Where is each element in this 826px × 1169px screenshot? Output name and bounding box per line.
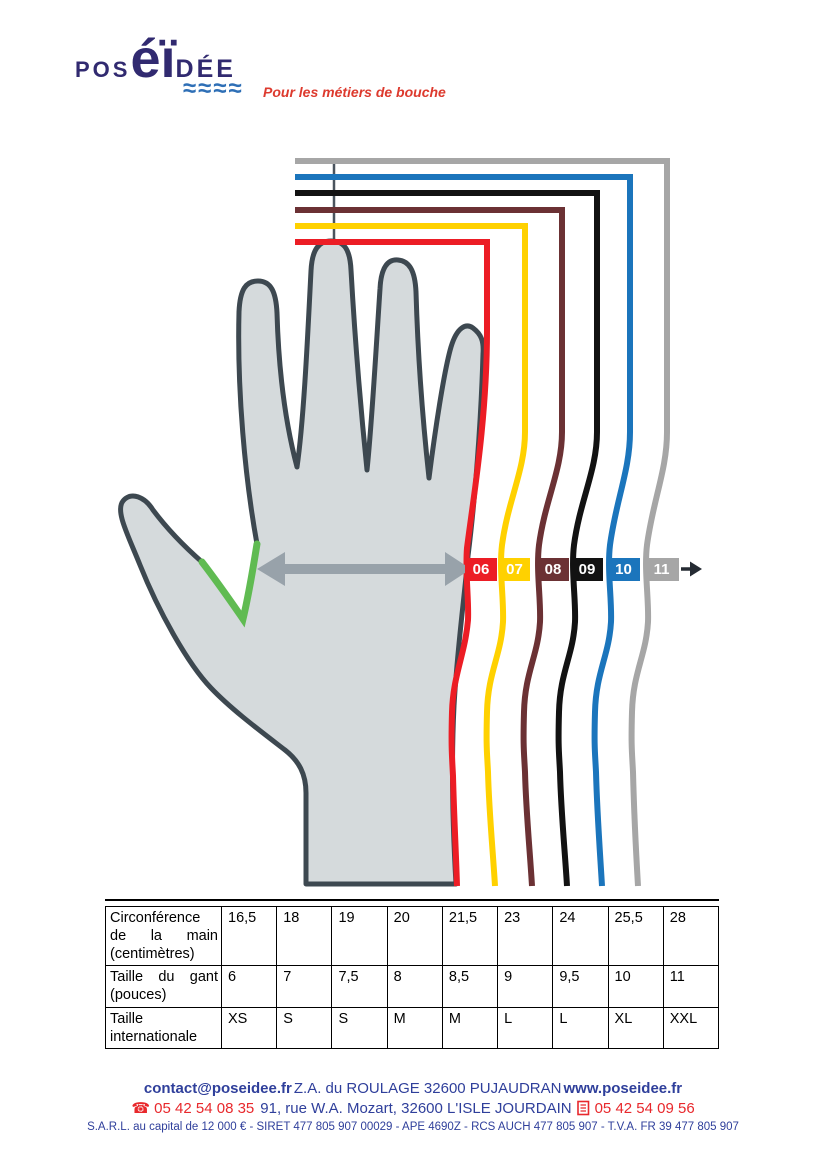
table-top-rule [105, 899, 719, 901]
phone-icon: ☎ [131, 1100, 150, 1117]
size-box-10: 10 [607, 558, 640, 581]
table-cell: 23 [497, 906, 554, 966]
table-cell: 9,5 [552, 965, 609, 1008]
row-label: Taille internationale [105, 1007, 222, 1049]
table-cell: 8,5 [441, 965, 499, 1008]
size-table-body: Circonférence de la main (centimètres)16… [105, 906, 720, 1049]
table-cell: 11 [662, 965, 720, 1008]
logo-text-ei: éï [130, 29, 176, 89]
measure-arrow-icon [257, 552, 471, 586]
table-cell: 18 [276, 906, 333, 966]
address-text: Z.A. du ROULAGE 32600 PUJAUDRAN [293, 1080, 562, 1097]
logo: POSéïDÉE ≈≈≈≈ Pour les métiers de bouche [75, 28, 495, 113]
hand-shape [118, 238, 486, 887]
table-cell: XXL [662, 1007, 720, 1049]
table-cell: 20 [386, 906, 443, 966]
street-address-text: 91, rue W.A. Mozart, 32600 L'ISLE JOURDA… [260, 1100, 572, 1117]
table-cell: XL [607, 1007, 664, 1049]
size-line-07 [295, 223, 528, 887]
email-text: contact@poseidee.fr [143, 1080, 292, 1097]
logo-text-dee: DÉE [175, 55, 236, 83]
table-cell: 25,5 [607, 906, 664, 966]
table-cell: S [331, 1007, 388, 1049]
fax-number: 05 42 54 09 56 [594, 1100, 695, 1117]
size-table: Circonférence de la main (centimètres)16… [105, 906, 720, 1049]
table-cell: 8 [386, 965, 443, 1008]
website-text: www.poseidee.fr [563, 1080, 683, 1097]
row-label: Taille du gant (pouces) [105, 965, 222, 1008]
logo-tagline: Pour les métiers de bouche [263, 84, 446, 100]
logo-text-pos: POS [75, 57, 131, 82]
table-cell: 6 [220, 965, 278, 1008]
table-cell: 7,5 [331, 965, 388, 1008]
footer-phone-line: ☎ 05 42 54 08 35 91, rue W.A. Mozart, 326… [0, 1099, 826, 1117]
table-cell: 24 [552, 906, 609, 966]
size-line-08 [295, 207, 565, 887]
size-line-10 [295, 174, 633, 887]
thumb-crotch-highlight [198, 540, 261, 628]
table-cell: 9 [497, 965, 554, 1008]
fax-icon [576, 1100, 589, 1116]
table-cell: S [276, 1007, 333, 1049]
table-cell: 7 [276, 965, 333, 1008]
size-box-07: 07 [499, 558, 530, 581]
logo-wordmark: POSéïDÉE [75, 28, 495, 90]
table-cell: 21,5 [441, 906, 499, 966]
table-cell: M [386, 1007, 443, 1049]
legal-text: S.A.R.L. au capital de 12 000 € - SIRET … [87, 1121, 739, 1133]
size-line-09 [295, 190, 600, 887]
pointer-arrow-icon [690, 561, 702, 577]
table-cell: L [497, 1007, 554, 1049]
size-box-08: 08 [537, 558, 569, 581]
row-label: Circonférence de la main (centimètres) [105, 906, 222, 966]
table-cell: 16,5 [220, 906, 278, 966]
size-line-11 [295, 158, 670, 887]
table-cell: XS [220, 1007, 278, 1049]
table-cell: 19 [331, 906, 388, 966]
table-cell: M [441, 1007, 499, 1049]
size-box-06: 06 [465, 558, 497, 581]
size-box-09: 09 [571, 558, 603, 581]
size-box-11: 11 [644, 558, 679, 581]
phone-number: 05 42 54 08 35 [154, 1100, 255, 1117]
table-row: Circonférence de la main (centimètres)16… [105, 906, 720, 966]
waves-icon: ≈≈≈≈ [183, 75, 244, 102]
table-cell: 10 [607, 965, 664, 1008]
table-cell: L [552, 1007, 609, 1049]
table-cell: 28 [662, 906, 720, 966]
size-line-06 [295, 239, 490, 887]
